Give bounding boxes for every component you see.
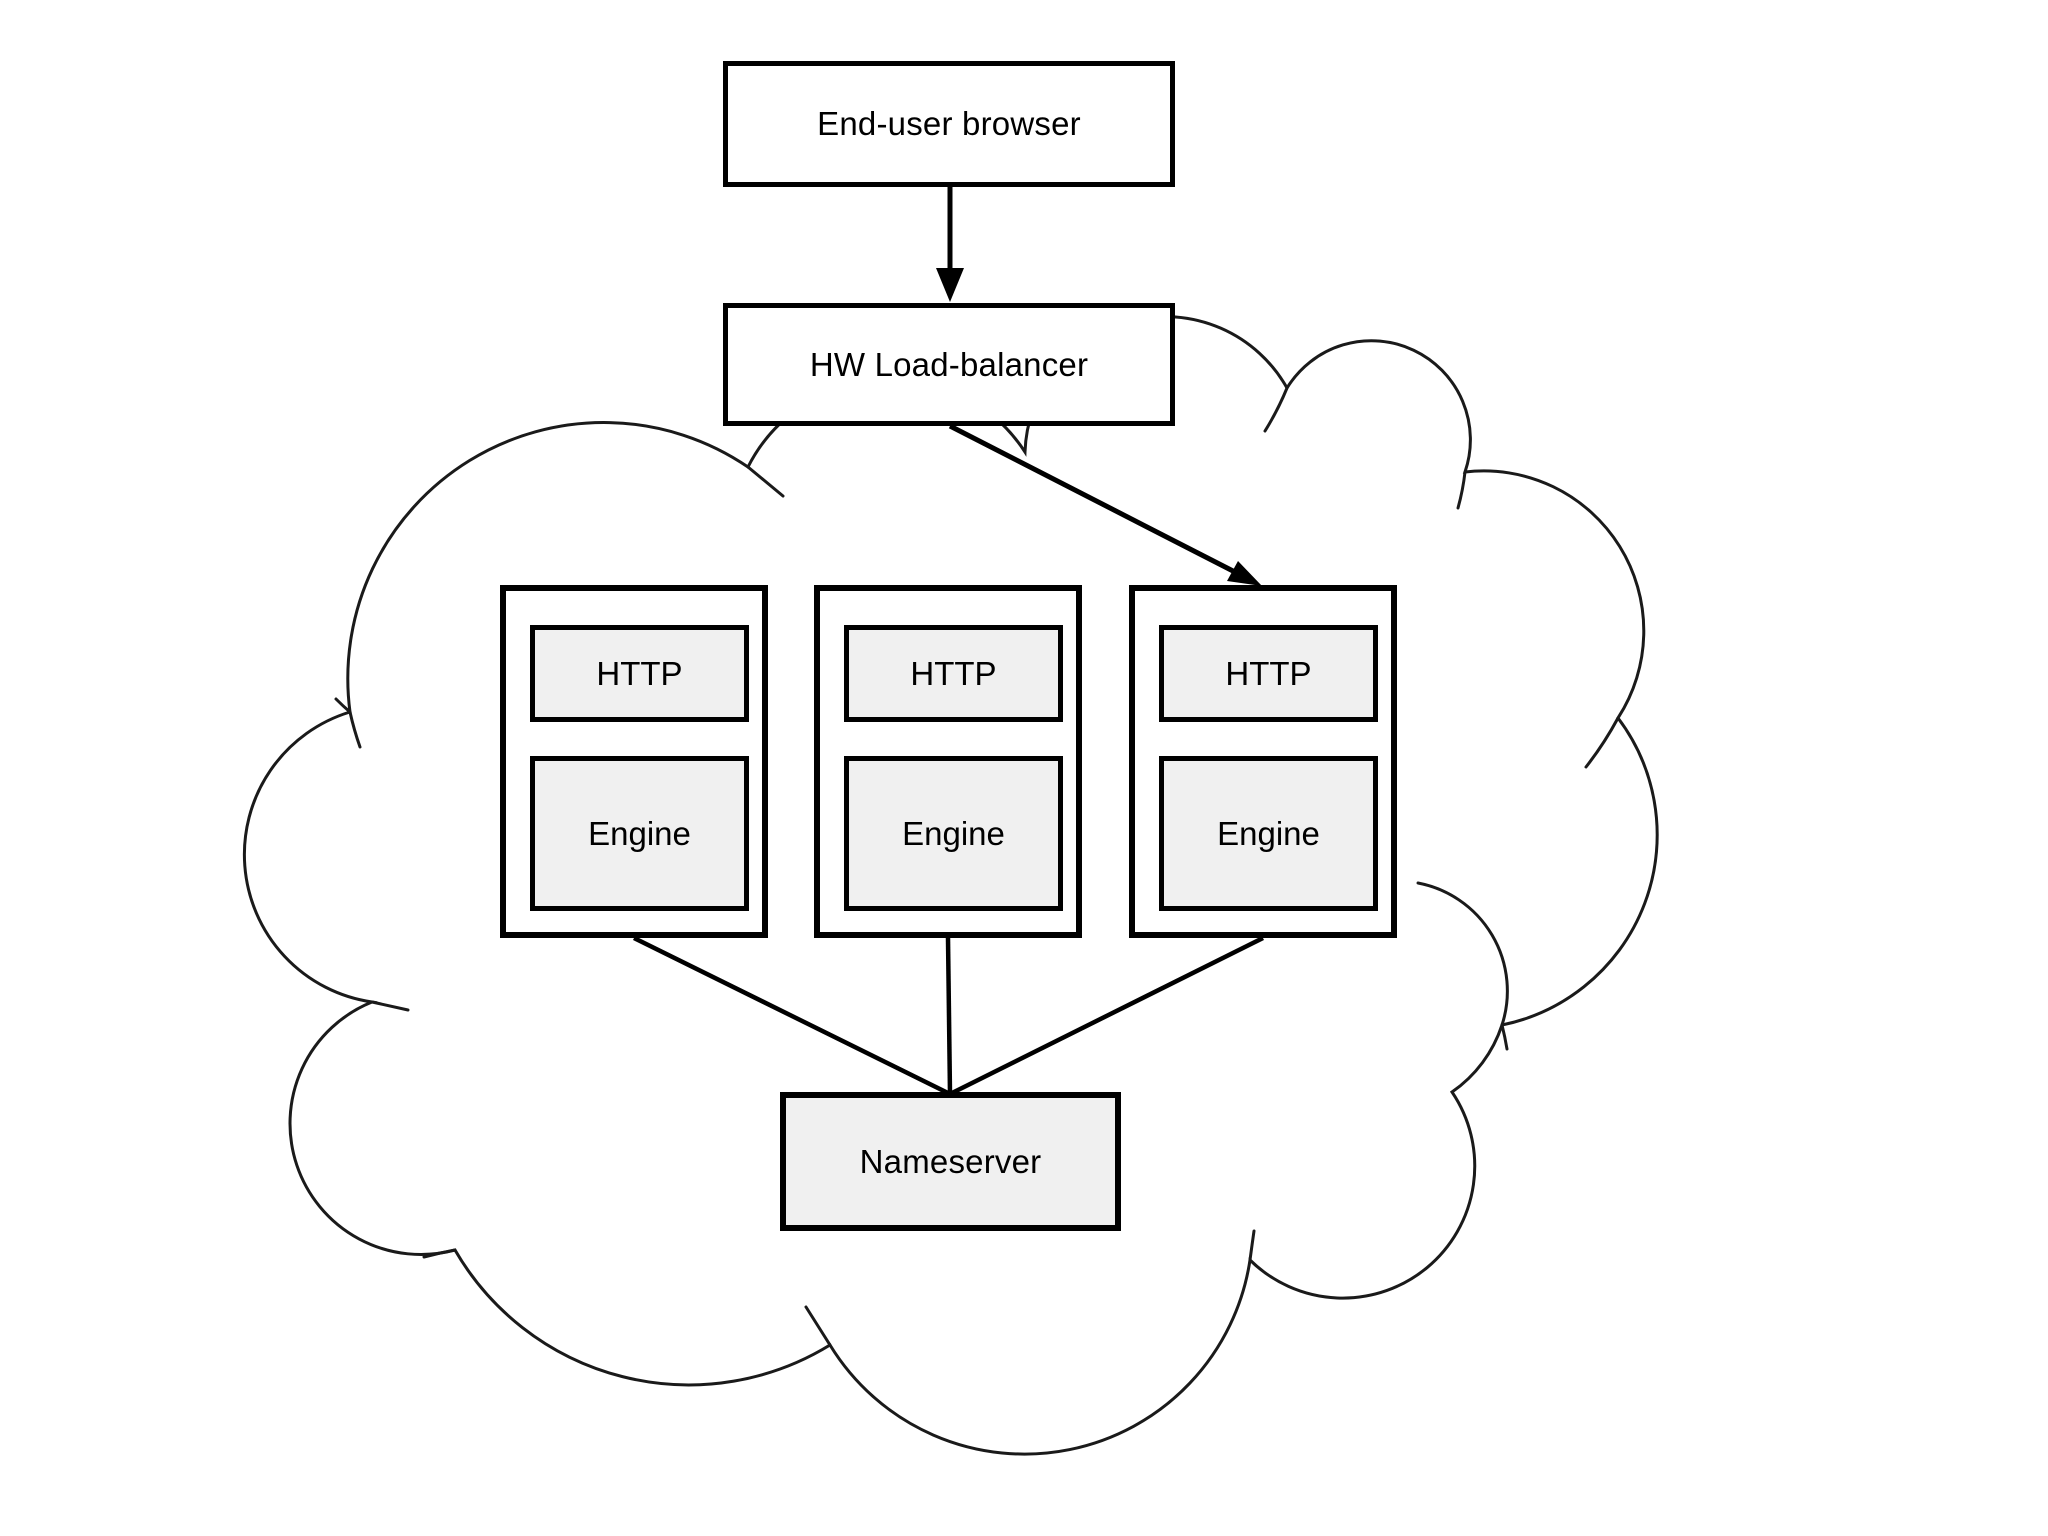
connector-server3-nameserver (948, 935, 1265, 1097)
node-nameserver: Nameserver (780, 1092, 1121, 1231)
node-server-2: HTTP Engine (814, 585, 1082, 938)
server-2-engine-box: Engine (844, 756, 1063, 911)
server-2-http-box: HTTP (844, 625, 1063, 722)
node-hw-load-balancer: HW Load-balancer (723, 303, 1175, 426)
server-nameserver-connectors (633, 935, 1265, 1097)
node-server-1: HTTP Engine (500, 585, 768, 938)
server-1-http-box: HTTP (530, 625, 749, 722)
arrow-lb-to-server3 (948, 423, 1262, 586)
server-1-engine-label: Engine (588, 814, 691, 852)
arrowhead-icon (1227, 561, 1262, 586)
node-nameserver-label: Nameserver (859, 1142, 1042, 1180)
server-3-engine-label: Engine (1217, 814, 1320, 852)
node-end-user-browser: End-user browser (723, 61, 1175, 187)
server-3-http-box: HTTP (1159, 625, 1378, 722)
server-3-http-label: HTTP (1225, 654, 1312, 692)
arrow-browser-to-lb (936, 186, 964, 302)
connector-server1-nameserver (633, 935, 951, 1097)
connector-server2-nameserver (945, 937, 953, 1095)
server-1-engine-box: Engine (530, 756, 749, 911)
server-2-http-label: HTTP (910, 654, 997, 692)
server-1-http-label: HTTP (596, 654, 683, 692)
node-hw-load-balancer-label: HW Load-balancer (809, 345, 1089, 383)
arrowhead-icon (936, 268, 964, 302)
cloud-junction-stubs (334, 386, 1620, 1347)
server-3-engine-box: Engine (1159, 756, 1378, 911)
node-server-3: HTTP Engine (1129, 585, 1397, 938)
server-2-engine-label: Engine (902, 814, 1005, 852)
node-end-user-browser-label: End-user browser (817, 105, 1081, 142)
